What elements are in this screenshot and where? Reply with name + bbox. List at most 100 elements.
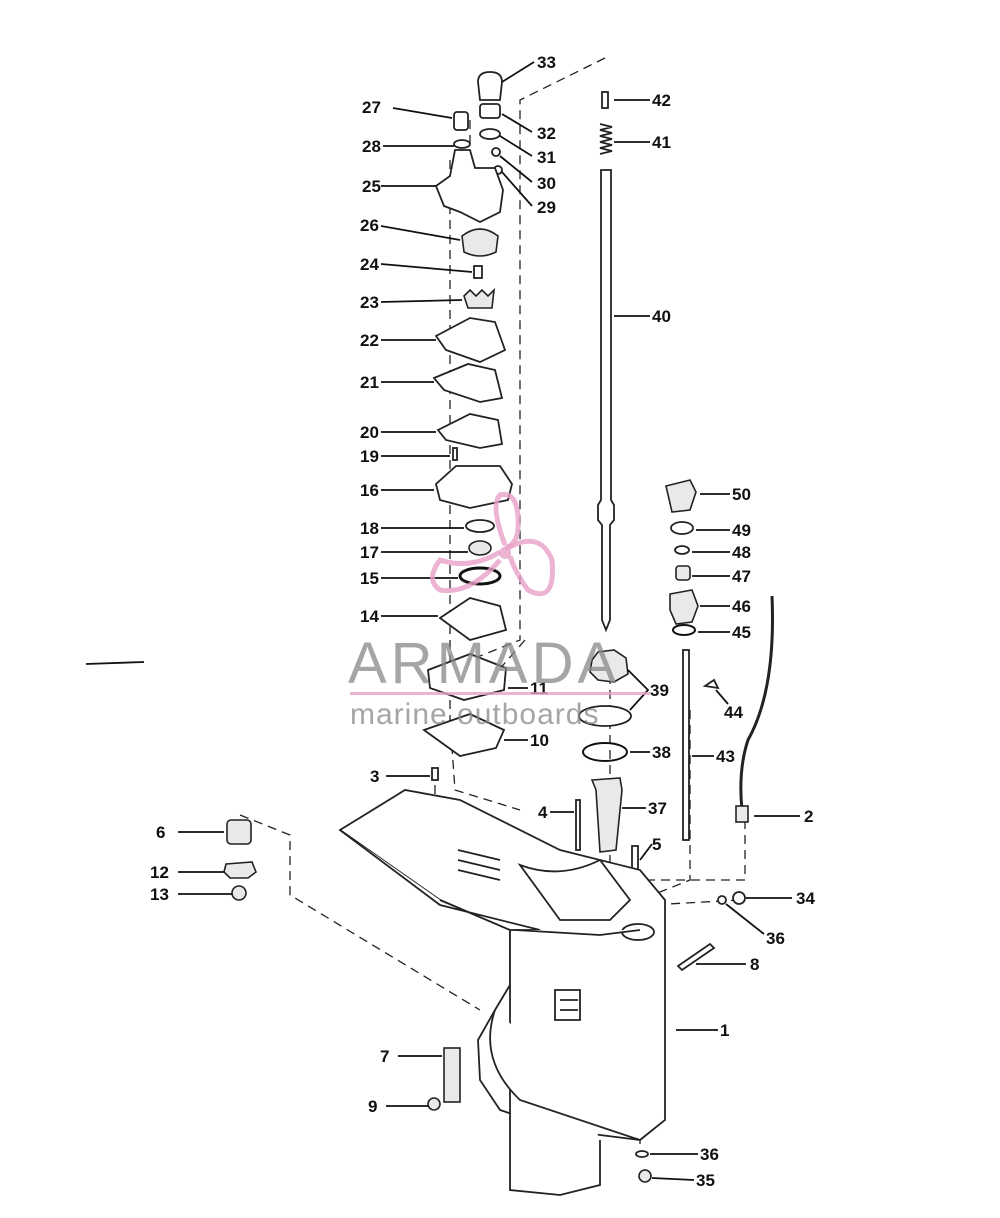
- callout-40: 40: [652, 307, 671, 326]
- part-15-o-ring: [458, 566, 502, 586]
- part-2-speedometer-tube: [739, 595, 774, 811]
- callout-36: 36: [766, 929, 785, 948]
- callout-7: 7: [380, 1047, 389, 1066]
- callout-5: 5: [652, 835, 661, 854]
- part-4-stud: [575, 799, 581, 851]
- callout-28: 28: [362, 137, 381, 156]
- part-21-plate: [432, 363, 504, 403]
- part-32-seal: [479, 103, 501, 119]
- callout-32: 32: [537, 124, 556, 143]
- callout-10: 10: [530, 731, 549, 750]
- callout-35: 35: [696, 1171, 715, 1190]
- callout-16: 16: [360, 481, 379, 500]
- part-6-bearing: [226, 819, 252, 845]
- part-37-roller-bearing: [590, 777, 623, 853]
- callout-18: 18: [360, 519, 379, 538]
- part-43-shift-shaft: [682, 649, 690, 841]
- part-31-washer: [479, 128, 501, 140]
- part-18-seal: [465, 519, 495, 533]
- part-35-screw: [638, 1169, 652, 1183]
- part-33-grommet: [477, 71, 503, 101]
- callout-44: 44: [724, 703, 743, 722]
- callout-34: 34: [796, 889, 815, 908]
- part-22-gasket: [434, 317, 507, 363]
- callout-46: 46: [732, 597, 751, 616]
- part-23-impeller: [463, 287, 496, 309]
- watermark-tagline: marine outboards: [350, 698, 599, 731]
- armada-watermark: ARMADA marine outboards: [348, 491, 650, 731]
- part-3-pin: [431, 767, 439, 781]
- callout-26: 26: [360, 216, 379, 235]
- callout-31: 31: [537, 148, 556, 167]
- part-16-pump-base: [434, 465, 513, 509]
- part-26-insert: [461, 228, 499, 257]
- callout-20: 20: [360, 423, 379, 442]
- part-49-washer: [670, 521, 694, 535]
- part-10-gasket: [422, 713, 506, 757]
- callout-33: 33: [537, 53, 556, 72]
- callout-2: 2: [804, 807, 813, 826]
- callout-leaders: [178, 61, 800, 1181]
- callout-37: 37: [648, 799, 667, 818]
- part-19-pin: [452, 447, 458, 461]
- part-8-bolt: [676, 942, 716, 972]
- callout-17: 17: [360, 543, 379, 562]
- callout-30: 30: [537, 174, 556, 193]
- part-36-washer-lower: [635, 1150, 649, 1158]
- callout-9: 9: [368, 1097, 377, 1116]
- housing-small-parts: [223, 653, 746, 1183]
- part-28-seal: [453, 139, 471, 149]
- part-38-shim: [582, 742, 628, 762]
- part-48-washer: [674, 545, 690, 555]
- callout-50: 50: [732, 485, 751, 504]
- stray-dash: [85, 661, 145, 665]
- callout-45: 45: [732, 623, 751, 642]
- part-13-nut: [231, 885, 247, 901]
- callout-4: 4: [538, 803, 548, 822]
- callout-41: 41: [652, 133, 671, 152]
- watermark-divider: [350, 692, 650, 695]
- water-pump-parts: [432, 71, 513, 641]
- callout-21: 21: [360, 373, 379, 392]
- part-14-gasket: [438, 597, 508, 641]
- part-36-washer: [717, 895, 727, 905]
- callout-39: 39: [650, 681, 669, 700]
- callout-42: 42: [652, 91, 671, 110]
- callout-47: 47: [732, 567, 751, 586]
- part-25-pump-housing: [434, 149, 504, 224]
- callout-19: 19: [360, 447, 379, 466]
- part-27-grommet: [453, 111, 469, 131]
- part-39-pinion-gear: [589, 649, 629, 683]
- callout-3: 3: [370, 767, 379, 786]
- part-45-o-ring: [672, 624, 696, 636]
- callout-1: 1: [720, 1021, 729, 1040]
- callout-8: 8: [750, 955, 759, 974]
- part-20-gasket: [436, 413, 504, 449]
- callout-29: 29: [537, 198, 556, 217]
- callout-6: 6: [156, 823, 165, 842]
- callout-labels: 33 27 32 28 31 30 25 29 26 24 23 22 21 2…: [150, 53, 815, 1190]
- part-9-nut: [427, 1097, 441, 1111]
- callout-25: 25: [362, 177, 381, 196]
- part-44-clip: [702, 678, 720, 690]
- callout-22: 22: [360, 331, 379, 350]
- callout-36b: 36: [700, 1145, 719, 1164]
- callout-12: 12: [150, 863, 169, 882]
- callout-23: 23: [360, 293, 379, 312]
- part-11-seal: [427, 653, 507, 701]
- part-42-pin: [601, 91, 609, 109]
- callout-24: 24: [360, 255, 379, 274]
- watermark-brand: ARMADA: [348, 631, 620, 696]
- part-24-key: [473, 265, 483, 279]
- shift-parts: [665, 479, 774, 841]
- part-50-shift-coupler: [665, 479, 697, 513]
- part-30-screw: [491, 147, 501, 157]
- part-41-spring: [599, 123, 613, 155]
- callout-48: 48: [732, 543, 751, 562]
- callout-13: 13: [150, 885, 169, 904]
- drive-shaft-parts: [431, 91, 639, 879]
- part-47-bushing: [675, 565, 691, 581]
- callout-27: 27: [362, 98, 381, 117]
- part-17-seal: [468, 540, 492, 556]
